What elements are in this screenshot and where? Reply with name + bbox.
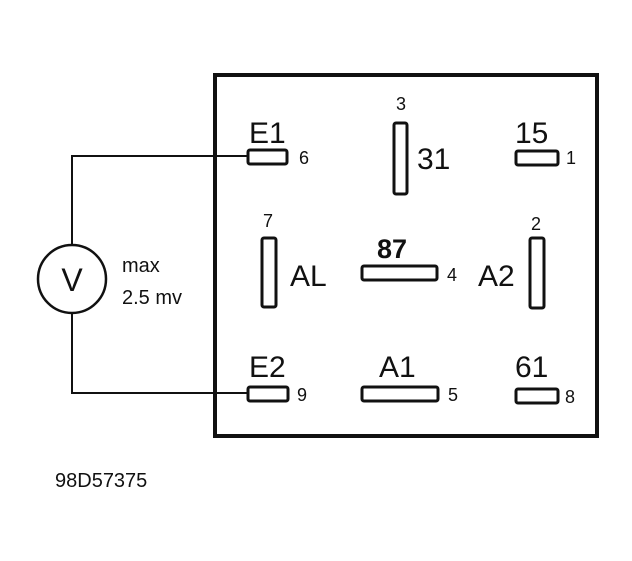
terminal-e2-pin-number: 9	[297, 385, 307, 405]
terminal-31-label: 31	[417, 143, 450, 176]
voltmeter-circle	[36, 243, 108, 315]
terminal-e2-pin	[246, 385, 290, 403]
wire-to-e1	[71, 155, 248, 245]
meter-limit-line1: max	[122, 255, 160, 277]
terminal-e2-label: E2	[249, 351, 286, 384]
terminal-31-pin	[392, 121, 409, 196]
terminal-31-pin-number: 3	[396, 94, 406, 114]
terminal-e1-pin	[246, 148, 289, 166]
terminal-al-label: AL	[290, 260, 327, 293]
terminal-a1-pin	[360, 385, 440, 403]
terminal-15-label: 15	[515, 117, 548, 150]
terminal-a2-pin-number: 2	[531, 214, 541, 234]
terminal-a2-label: A2	[478, 260, 515, 293]
terminal-61-pin-number: 8	[565, 387, 575, 407]
terminal-a2-pin	[528, 236, 546, 310]
wire-to-e2	[71, 313, 248, 394]
terminal-e1-pin-number: 6	[299, 148, 309, 168]
terminal-87-pin	[360, 264, 439, 282]
terminal-61-label: 61	[515, 351, 548, 384]
voltmeter: V	[36, 243, 108, 315]
meter-limit-line2: 2.5 mv	[122, 287, 182, 309]
terminal-87-pin-number: 4	[447, 265, 457, 285]
voltmeter-symbol: V	[61, 262, 83, 298]
terminal-e1-label: E1	[249, 117, 286, 150]
terminal-al-pin-number: 7	[263, 211, 273, 231]
terminal-15-pin	[514, 149, 560, 167]
relay-housing	[213, 73, 599, 438]
terminal-a1-label: A1	[379, 351, 416, 384]
terminal-a1-pin-number: 5	[448, 385, 458, 405]
terminal-61-pin	[514, 387, 560, 405]
figure-code: 98D57375	[55, 470, 147, 492]
terminal-87-label: 87	[377, 234, 407, 264]
terminal-al-pin	[260, 236, 278, 309]
terminal-15-pin-number: 1	[566, 148, 576, 168]
